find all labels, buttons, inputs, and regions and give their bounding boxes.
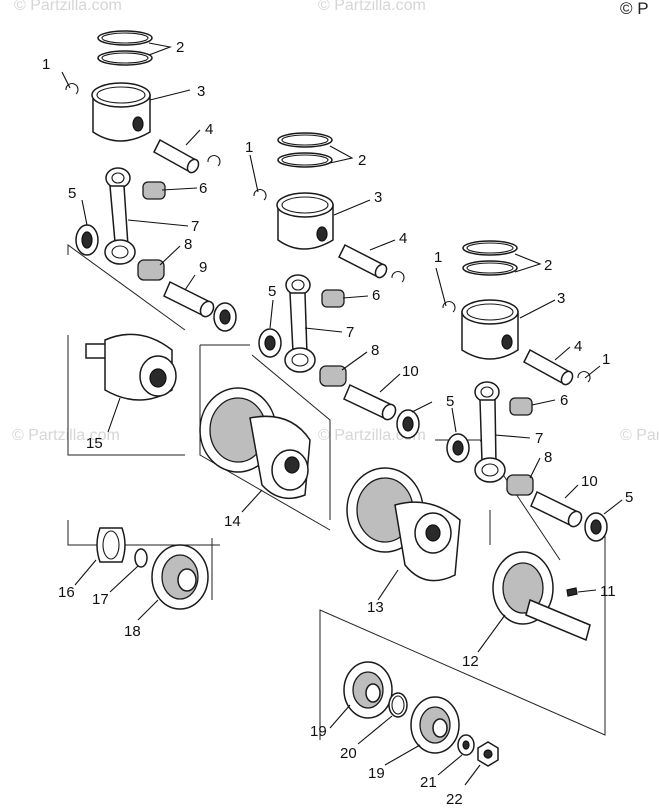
assembly-outline-group bbox=[67, 244, 606, 740]
piston-middle bbox=[276, 192, 334, 250]
callout-10: 10 bbox=[402, 363, 419, 380]
callout-6: 6 bbox=[560, 392, 568, 409]
crankpin-right bbox=[530, 490, 583, 528]
circlip-left bbox=[65, 83, 79, 95]
callout-1: 1 bbox=[42, 56, 50, 73]
piston-pin-middle bbox=[337, 243, 388, 279]
callout-2: 2 bbox=[358, 152, 366, 169]
callout-5: 5 bbox=[446, 393, 454, 410]
callout-8: 8 bbox=[371, 342, 379, 359]
ball-bearing-bottom-b bbox=[410, 696, 460, 754]
callout-8: 8 bbox=[184, 236, 192, 253]
callout-7: 7 bbox=[346, 324, 354, 341]
callout-5: 5 bbox=[625, 489, 633, 506]
callout-12: 12 bbox=[462, 653, 479, 670]
callout-11: 11 bbox=[600, 583, 616, 600]
callout-4: 4 bbox=[399, 230, 407, 247]
retaining-ring-bottom bbox=[388, 692, 408, 718]
washer-bottom bbox=[457, 734, 475, 756]
piston-right bbox=[461, 299, 519, 360]
thrust-washer-pair-left bbox=[213, 302, 282, 358]
callout-21: 21 bbox=[420, 774, 437, 791]
piston-ring-set-right bbox=[462, 240, 518, 276]
callout-1: 1 bbox=[434, 249, 442, 266]
watermark-group: © Partzilla.com © Partzilla.com © Partzi… bbox=[12, 0, 659, 444]
connecting-rod-right bbox=[474, 381, 506, 483]
connecting-rod-left bbox=[104, 167, 136, 265]
callout-7: 7 bbox=[191, 218, 199, 235]
thrust-washer-left bbox=[75, 224, 99, 256]
crankshaft-center-right bbox=[346, 467, 461, 582]
crankshaft-center-left bbox=[199, 387, 311, 500]
callout-6: 6 bbox=[372, 287, 380, 304]
watermark-text: © Partzilla.com bbox=[14, 0, 122, 14]
callout-9: 9 bbox=[199, 259, 207, 276]
needle-bearing-small-middle bbox=[321, 289, 345, 308]
needle-bearing-small-right bbox=[509, 397, 533, 416]
callout-18: 18 bbox=[124, 623, 141, 640]
callout-13: 13 bbox=[367, 599, 384, 616]
callout-4: 4 bbox=[205, 121, 213, 138]
piston-ring-set-left bbox=[97, 30, 153, 66]
crankshaft-end-left bbox=[85, 333, 177, 401]
piston-ring-set-middle bbox=[277, 132, 333, 168]
ball-bearing-bottom-a bbox=[343, 661, 393, 719]
needle-bearing-large-left bbox=[137, 259, 165, 281]
callout-1: 1 bbox=[602, 351, 610, 368]
leader-lines bbox=[61, 42, 623, 786]
watermark-text: © Partzilla.com bbox=[620, 427, 659, 444]
circlip-right bbox=[391, 271, 591, 383]
piston-left bbox=[91, 82, 151, 142]
callout-14: 14 bbox=[224, 513, 241, 530]
callout-20: 20 bbox=[340, 745, 357, 762]
bearing-sleeve bbox=[96, 527, 126, 563]
callout-5: 5 bbox=[268, 283, 276, 300]
callout-2: 2 bbox=[544, 257, 552, 274]
callout-3: 3 bbox=[557, 290, 565, 307]
callout-4: 4 bbox=[574, 338, 582, 355]
piston-pin-left bbox=[153, 138, 200, 174]
circlip-middle bbox=[207, 155, 267, 201]
needle-bearing-small-left bbox=[142, 181, 166, 200]
thrust-washer-middle bbox=[396, 409, 420, 439]
callout-1: 1 bbox=[245, 139, 253, 156]
callout-2: 2 bbox=[176, 39, 184, 56]
nut-bottom bbox=[477, 741, 499, 767]
callout-16: 16 bbox=[58, 584, 75, 601]
callout-5: 5 bbox=[68, 185, 76, 202]
callout-7: 7 bbox=[535, 430, 543, 447]
callout-19: 19 bbox=[310, 723, 327, 740]
callout-8: 8 bbox=[544, 449, 552, 466]
callout-22: 22 bbox=[446, 791, 463, 808]
crankpin-left bbox=[163, 280, 215, 318]
callout-6: 6 bbox=[199, 180, 207, 197]
needle-bearing-large-right bbox=[506, 474, 534, 496]
crankshaft-end-right bbox=[492, 551, 591, 642]
watermark-text: © Partzilla.com bbox=[12, 427, 120, 444]
callout-10: 10 bbox=[581, 473, 598, 490]
piston-pin-right bbox=[523, 348, 574, 386]
callout-3: 3 bbox=[374, 189, 382, 206]
retaining-ring-lower-left bbox=[134, 548, 148, 568]
callout-17: 17 bbox=[92, 591, 109, 608]
crankpin-middle bbox=[343, 383, 397, 421]
thrust-washer-right bbox=[446, 433, 608, 542]
ball-bearing-lower-left bbox=[151, 544, 209, 610]
callout-15: 15 bbox=[86, 435, 103, 452]
callout-19: 19 bbox=[368, 765, 385, 782]
watermark-text: © Partzilla.com bbox=[318, 0, 426, 14]
connecting-rod-middle bbox=[284, 274, 316, 373]
callout-3: 3 bbox=[197, 83, 205, 100]
corner-copyright: © P bbox=[620, 0, 649, 18]
needle-bearing-large-middle bbox=[319, 365, 347, 387]
callout-labels: 1 2 3 4 1 2 3 4 1 2 3 4 1 5 6 7 8 9 5 6 … bbox=[42, 39, 633, 808]
